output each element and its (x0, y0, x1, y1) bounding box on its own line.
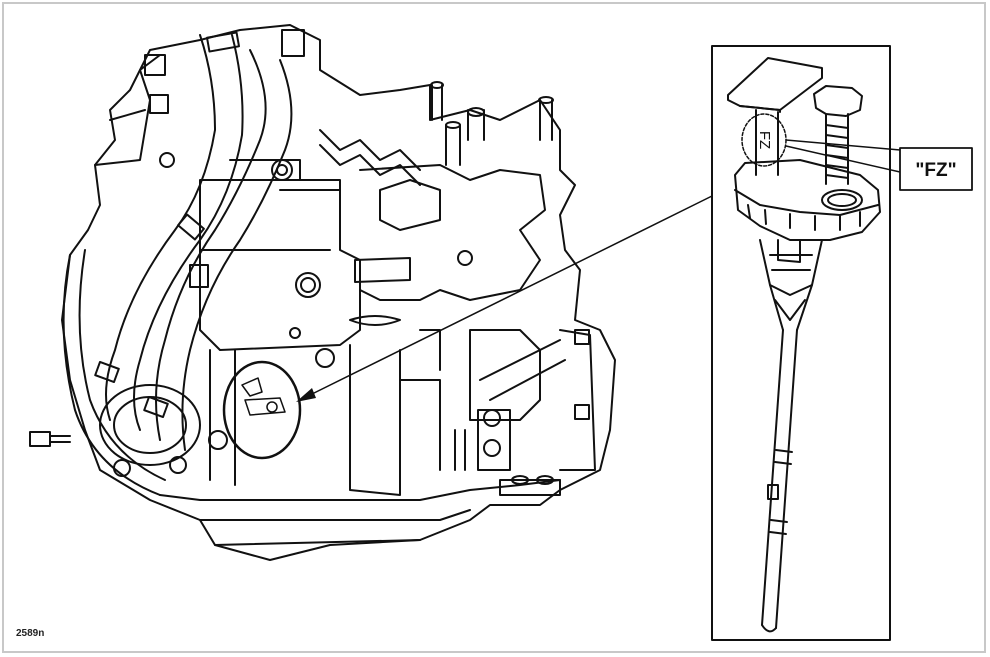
detail-inset: FZ "FZ" (711, 45, 973, 641)
location-marker (222, 360, 302, 460)
fz-callout-label: "FZ" (915, 160, 956, 181)
dipstick-marking: FZ (756, 131, 773, 149)
transmission-assembly (29, 24, 616, 561)
leader-arrow (296, 195, 713, 402)
figure-id: 2589n (16, 628, 44, 639)
